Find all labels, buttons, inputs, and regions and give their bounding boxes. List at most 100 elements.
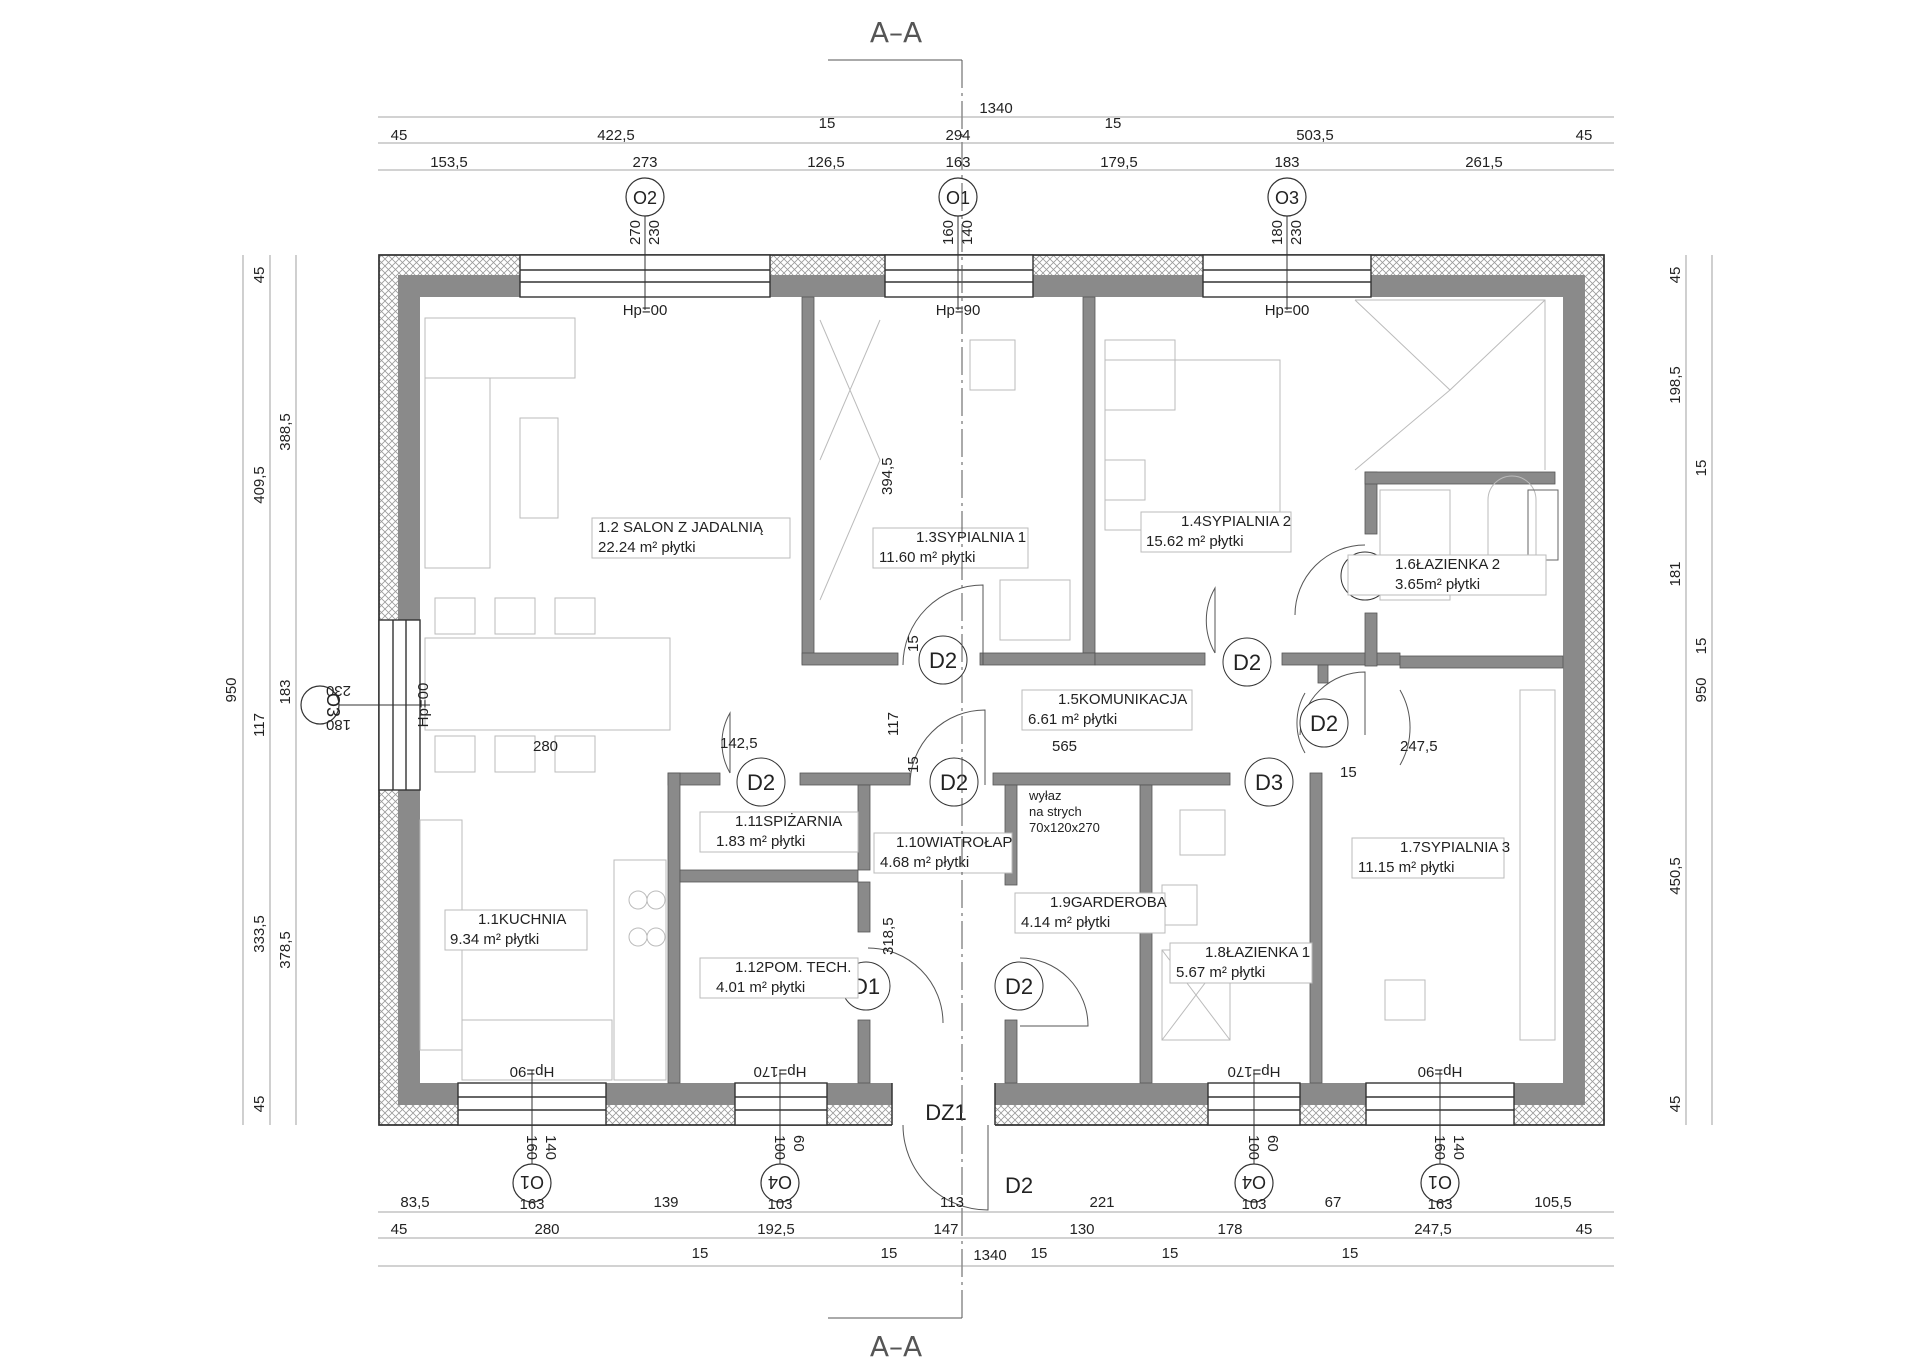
- room-area: 9.34 m² płytki: [450, 931, 539, 948]
- attic-note-line: 70x120x270: [1029, 820, 1100, 835]
- window-width: 160: [940, 220, 957, 245]
- window-hp: Hp=00: [1265, 302, 1310, 319]
- overall-width: 1340: [973, 1247, 1006, 1264]
- window-width: 100: [771, 1135, 788, 1160]
- inner-dim: 247,5: [1400, 738, 1438, 755]
- window-height: 140: [959, 220, 976, 245]
- window-markers: [300, 177, 1460, 1203]
- top-dimension-lines: [378, 116, 1614, 171]
- window-hp: Hp=90: [936, 302, 981, 319]
- door-label: D2: [1233, 650, 1261, 675]
- dim: 45: [1667, 267, 1684, 284]
- room-name: 1.9GARDEROBA: [1050, 894, 1167, 911]
- attic-note-line: wyłaz: [1028, 788, 1062, 803]
- inner-dim: 394,5: [879, 457, 896, 495]
- window-label: O3: [1275, 188, 1299, 208]
- top-dimension-texts: 1340 45 422,5 15 294 15 503,5 45 153,5 2…: [391, 100, 1593, 171]
- dim: 45: [391, 127, 408, 144]
- attic-hatch-note: wyłaz na strych 70x120x270: [1028, 788, 1100, 835]
- room-name: 1.1KUCHNIA: [478, 911, 566, 928]
- dim: 45: [251, 1096, 268, 1113]
- dim: 221: [1089, 1194, 1114, 1211]
- window-label: O4: [1242, 1172, 1266, 1192]
- inner-dim: 117: [885, 712, 902, 736]
- internal-walls: [667, 296, 1564, 1084]
- dim: 15: [1342, 1245, 1359, 1262]
- dim: 409,5: [251, 466, 268, 504]
- dim: 294: [945, 127, 970, 144]
- dim: 422,5: [597, 127, 635, 144]
- dim: 163: [519, 1196, 544, 1213]
- dim: 147: [933, 1221, 958, 1238]
- dim: 273: [632, 154, 657, 171]
- room-area: 6.61 m² płytki: [1028, 711, 1117, 728]
- inner-dim: 280: [533, 738, 558, 755]
- door-label: D2: [940, 770, 968, 795]
- overall-width: 1340: [979, 100, 1012, 117]
- door-swings: [721, 544, 1411, 1211]
- dim: 503,5: [1296, 127, 1334, 144]
- room-name: 1.4SYPIALNIA 2: [1181, 513, 1291, 530]
- room-area: 1.83 m² płytki: [716, 833, 805, 850]
- right-dimension-lines: [1685, 255, 1713, 1125]
- door-label: DZ1: [925, 1100, 967, 1125]
- dim: 163: [1427, 1196, 1452, 1213]
- window-label: O1: [520, 1172, 544, 1192]
- dim: 261,5: [1465, 154, 1503, 171]
- dim: 105,5: [1534, 1194, 1572, 1211]
- dim: 45: [391, 1221, 408, 1238]
- room-name: 1.3SYPIALNIA 1: [916, 529, 1026, 546]
- dim: 15: [1162, 1245, 1179, 1262]
- window-height: 140: [542, 1135, 559, 1160]
- window-height: 230: [1288, 220, 1305, 245]
- window-label: O1: [946, 188, 970, 208]
- overall-height: 950: [1693, 677, 1710, 702]
- dim: 183: [1274, 154, 1299, 171]
- dim: 45: [1576, 1221, 1593, 1238]
- inner-dim: 15: [905, 635, 922, 652]
- window-hp: Hp=170: [754, 1063, 807, 1080]
- inner-dim: 565: [1052, 738, 1077, 755]
- window-height: 60: [1264, 1135, 1281, 1152]
- inner-dimensions: 394,5 15 117 280 142,5 15 565 247,5 15 3…: [533, 457, 1438, 955]
- room-area: 4.01 m² płytki: [716, 979, 805, 996]
- window-hp: Hp=90: [1418, 1063, 1463, 1080]
- dim: 378,5: [277, 931, 294, 969]
- window-height: 60: [790, 1135, 807, 1152]
- dim: 333,5: [251, 915, 268, 953]
- section-mark-bottom: A–A: [870, 1330, 922, 1357]
- room-name: 1.8ŁAZIENKA 1: [1205, 944, 1310, 961]
- room-name: 1.5KOMUNIKACJA: [1058, 691, 1187, 708]
- overall-height: 950: [223, 677, 240, 702]
- room-area: 22.24 m² płytki: [598, 539, 696, 556]
- door-label: D2: [1005, 1173, 1033, 1198]
- window-label: O2: [633, 188, 657, 208]
- dim: 181: [1667, 561, 1684, 586]
- left-dimension-texts: 950 45 409,5 117 333,5 45 388,5 183 378,…: [223, 267, 294, 1113]
- dim: 388,5: [277, 413, 294, 451]
- dim: 15: [1693, 638, 1710, 655]
- window-width: 100: [1245, 1135, 1262, 1160]
- dim: 198,5: [1667, 366, 1684, 404]
- dim: 15: [1031, 1245, 1048, 1262]
- window-label: O4: [768, 1172, 792, 1192]
- dim: 163: [945, 154, 970, 171]
- window-texts: O2 270 230 Hp=00 O1 160 140 Hp=90 O3 180…: [323, 188, 1467, 1192]
- right-dimension-texts: 45 198,5 15 181 15 450,5 45 950: [1667, 267, 1710, 1113]
- dim: 130: [1069, 1221, 1094, 1238]
- window-label: O1: [1428, 1172, 1452, 1192]
- room-area: 15.62 m² płytki: [1146, 533, 1244, 550]
- window-hp: Hp=90: [510, 1063, 555, 1080]
- room-labels: 1.1KUCHNIA 9.34 m² płytki 1.2 SALON Z JA…: [450, 513, 1510, 996]
- external-walls: [378, 254, 1605, 1126]
- room-area: 11.15 m² płytki: [1358, 859, 1454, 876]
- window-height: 140: [1450, 1135, 1467, 1160]
- dim: 280: [534, 1221, 559, 1238]
- window-width: 160: [1431, 1135, 1448, 1160]
- section-mark-top: A–A: [870, 16, 922, 49]
- window-width: 180: [1269, 220, 1286, 245]
- window-width: 180: [326, 716, 351, 733]
- room-area: 5.67 m² płytki: [1176, 964, 1265, 981]
- dim: 139: [653, 1194, 678, 1211]
